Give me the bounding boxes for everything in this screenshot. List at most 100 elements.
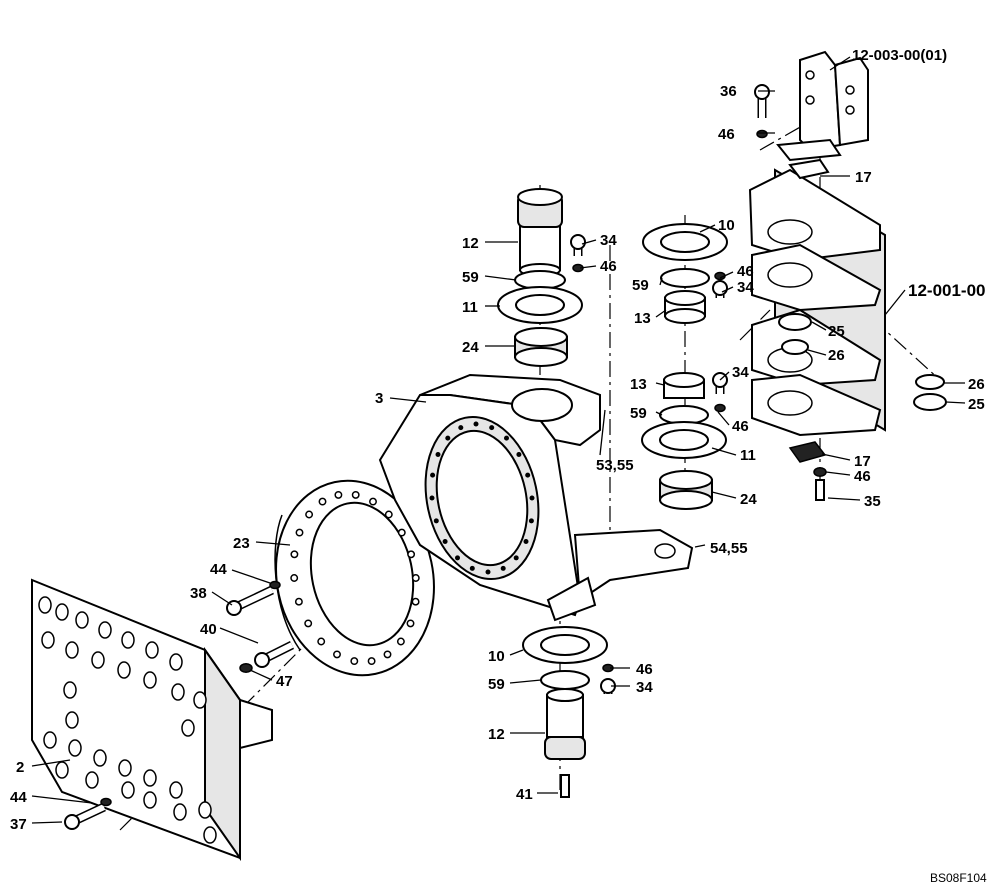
ring-bolt-hole (333, 650, 341, 659)
mounting-plate (31, 578, 273, 862)
ring-bolt-hole (411, 574, 420, 582)
callout-12-003-00: 12-003-00(01) (852, 47, 947, 64)
bolt (64, 802, 106, 830)
callout-59: 59 (632, 277, 649, 294)
callout-53-55: 53,55 (596, 457, 634, 474)
ring-bolt-hole (318, 497, 327, 506)
callout-44: 44 (210, 561, 227, 578)
washer (714, 403, 726, 413)
callout-25: 25 (968, 396, 985, 413)
ring-bolt-hole (334, 490, 343, 499)
boom-foot-bracket (748, 168, 886, 437)
callout-10: 10 (718, 217, 735, 234)
plate-bolt-hole (55, 761, 69, 779)
callout-24: 24 (740, 491, 757, 508)
callout-11: 11 (462, 299, 478, 316)
plate-bolt-hole (143, 671, 157, 689)
callout-10: 10 (488, 648, 505, 665)
pin-upper (517, 188, 563, 277)
plate-bolt-hole (169, 781, 183, 799)
ring-bolt-hole (351, 490, 360, 499)
ring-bolt-hole (305, 510, 314, 519)
bracket-bolt-hole (433, 518, 439, 524)
callout-47: 47 (276, 673, 293, 690)
bolt (712, 280, 728, 298)
callout-46: 46 (600, 258, 617, 275)
callout-59: 59 (630, 405, 647, 422)
callout-41: 41 (516, 786, 533, 803)
callout-36: 36 (720, 83, 737, 100)
upper-left-stack (497, 270, 583, 367)
bracket-bolt-hole (442, 539, 448, 544)
bracket-bolt-hole (455, 555, 460, 561)
bracket-bolt-hole (500, 565, 506, 571)
callout-34: 34 (600, 232, 617, 249)
plate-bolt-hole (68, 739, 82, 757)
bracket-bolt-hole (430, 472, 436, 478)
callout-44: 44 (10, 789, 27, 806)
leader-lines (31, 56, 966, 824)
callout-38: 38 (190, 585, 207, 602)
plate-bolt-hole (181, 719, 195, 737)
ring-bolt-hole (350, 657, 359, 666)
plate-bolt-hole (85, 771, 99, 789)
plate-bolt-hole (43, 731, 57, 749)
ring-bolt-hole (384, 510, 393, 519)
callout-24: 24 (462, 339, 479, 356)
plate-bolt-hole (143, 791, 157, 809)
callout-17: 17 (855, 169, 872, 186)
ring-bolt-hole (411, 597, 420, 606)
plate-bolt-hole (91, 651, 105, 669)
washer (756, 129, 768, 139)
plate-bolt-hole (169, 653, 183, 671)
callout-13: 13 (630, 376, 647, 393)
ring-bolt-hole (290, 550, 299, 559)
callout-23: 23 (233, 535, 250, 552)
bolt (254, 640, 295, 668)
bolt (754, 84, 770, 118)
callout-34: 34 (732, 364, 749, 381)
drawing-code: BS08F104 (930, 871, 987, 885)
bracket-bolt-hole (429, 495, 435, 501)
ring-bolt-hole (367, 657, 376, 666)
bracket-bolt-hole (528, 518, 534, 524)
washer (239, 663, 253, 673)
upper-right-stack (642, 223, 728, 324)
plate-bolt-hole (41, 631, 55, 649)
callout-26: 26 (828, 347, 845, 364)
callout-40: 40 (200, 621, 217, 638)
ring-bolt-hole (294, 597, 303, 606)
plate-bolt-hole (65, 711, 79, 729)
plate-bolt-hole (98, 621, 112, 639)
bracket-bolt-hole (489, 425, 495, 431)
plate-bolt-hole (55, 603, 69, 621)
callout-46: 46 (737, 263, 754, 280)
top-bracket-assembly (776, 50, 869, 180)
slewing-ring (274, 479, 435, 677)
ring-bolt-hole (407, 550, 416, 559)
bracket-bolt-hole (516, 452, 522, 457)
ring-bolt-hole (290, 574, 299, 582)
part-callouts: 12-003-00(01) 36 46 17 12-001-00 12 34 4… (10, 47, 987, 885)
bracket-bolt-hole (435, 452, 441, 457)
ring-bolt-hole (369, 497, 377, 506)
plate-bolt-hole (171, 683, 185, 701)
callout-12: 12 (488, 726, 505, 743)
callout-46: 46 (636, 661, 653, 678)
plate-bolt-hole (193, 691, 207, 709)
plate-bolt-hole (38, 596, 52, 614)
callout-46: 46 (854, 468, 871, 485)
ring-bolt-hole (304, 619, 313, 628)
plate-bolt-hole (143, 769, 157, 787)
bolts-and-washers (64, 84, 827, 830)
middle-right-stack (641, 372, 727, 510)
lower-stack (522, 626, 608, 798)
callout-46: 46 (718, 126, 735, 143)
plate-bolt-hole (93, 749, 107, 767)
bracket-bolt-hole (529, 495, 535, 501)
plate-bolt-hole (75, 611, 89, 629)
callout-59: 59 (488, 676, 505, 693)
callout-11: 11 (740, 447, 756, 464)
callout-13: 13 (634, 310, 651, 327)
